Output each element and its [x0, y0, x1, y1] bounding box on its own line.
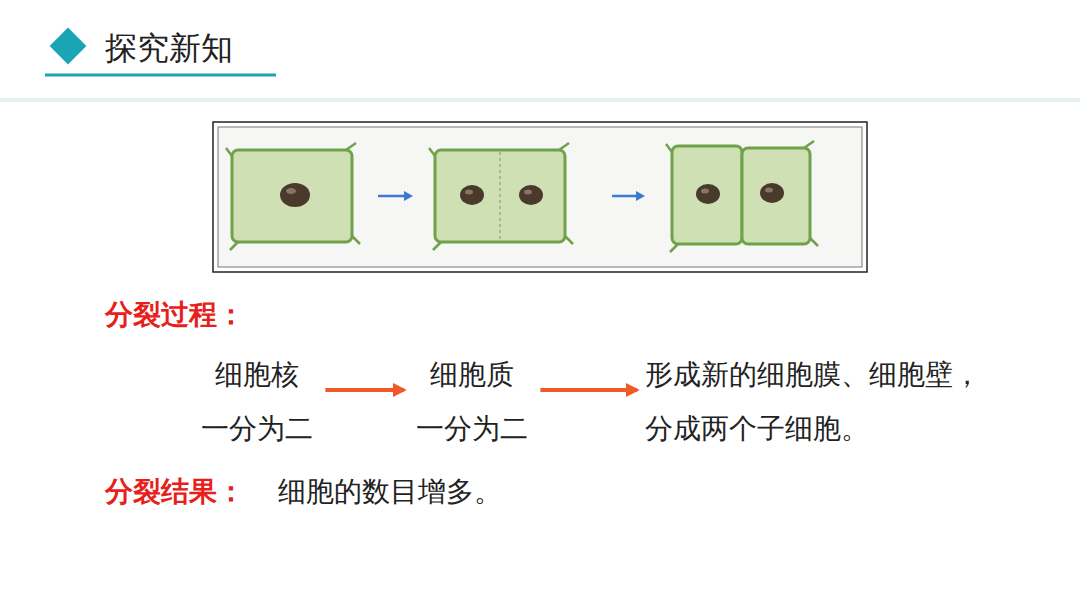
daughter-cells: [666, 141, 818, 252]
parent-cell: [226, 143, 360, 250]
step-text: 形成新的细胞膜、细胞壁， 分成两个子细胞。: [645, 348, 992, 456]
header-rule: [0, 98, 1080, 102]
section-label: 分裂结果：: [105, 472, 245, 512]
flow-arrow: [325, 388, 404, 392]
cell-division-figure: [213, 122, 867, 272]
slide-title: 探究新知: [105, 26, 233, 70]
step-text: 细胞核 一分为二: [197, 348, 317, 456]
step-text-box: 形成新的细胞膜、细胞壁， 分成两个子细胞。: [645, 348, 992, 456]
flow-arrow: [540, 388, 637, 392]
title-underline: [45, 74, 276, 77]
title-diamond: [50, 28, 87, 65]
dividing-cell: [429, 143, 573, 250]
step-text-box: 细胞质 一分为二: [412, 348, 532, 456]
step-text-box: 细胞核 一分为二: [197, 348, 317, 456]
step-text: 细胞质 一分为二: [412, 348, 532, 456]
result-text: 细胞的数目增多。: [278, 472, 502, 512]
section-label: 分裂过程：: [105, 295, 245, 335]
